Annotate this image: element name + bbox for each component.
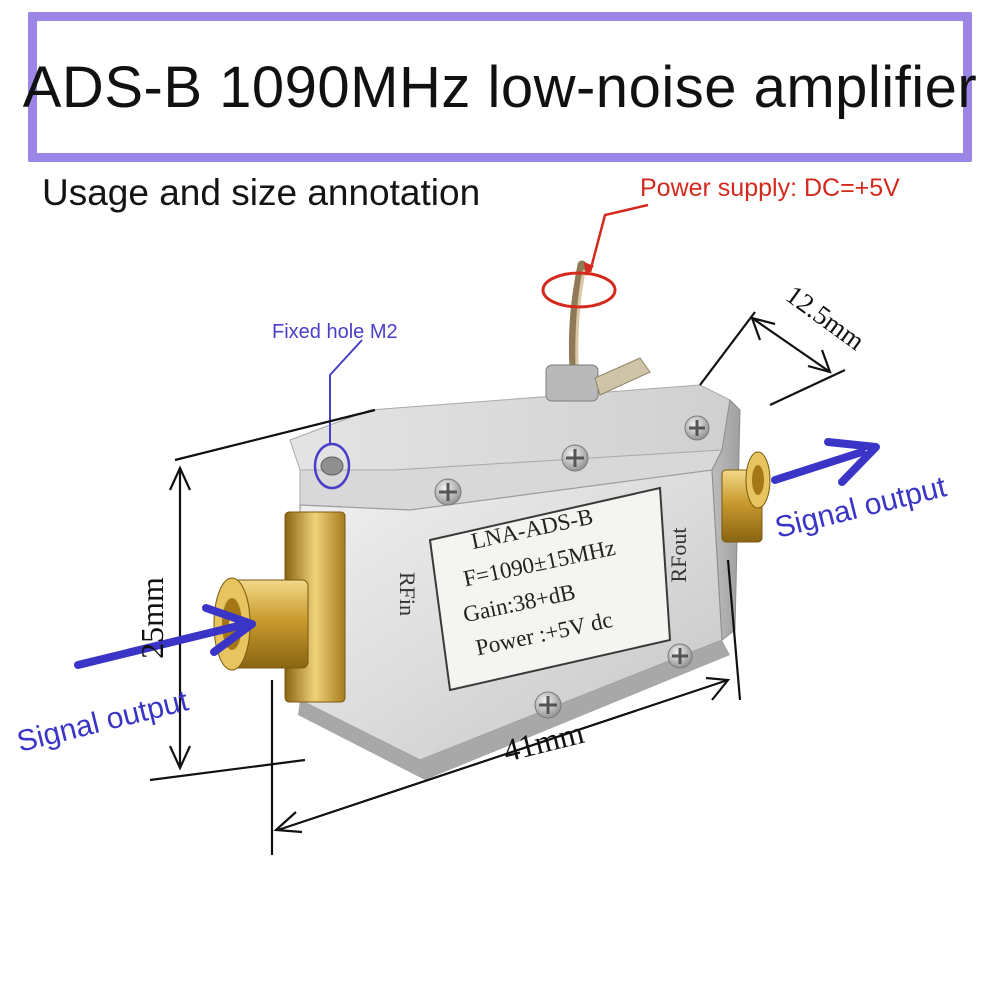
port-in-label: RFin [395, 572, 420, 616]
label-panel [428, 486, 672, 692]
depth-dimension-label: 12.5mm [780, 279, 870, 356]
power-supply-annotation: Power supply: DC=+5V [640, 174, 900, 202]
port-out-label: RFout [666, 527, 691, 582]
power-pin [545, 260, 651, 402]
height-dimension-label: 25mm [134, 577, 170, 659]
height-dimension [149, 408, 376, 782]
depth-dimension [699, 311, 846, 406]
width-dimension [270, 559, 742, 855]
fixed-hole-annotation: Fixed hole M2 [272, 321, 398, 343]
signal-output-right-label: Signal output [772, 470, 951, 545]
page-subtitle: Usage and size annotation [42, 172, 481, 213]
sma-output-connector [721, 451, 771, 543]
signal-arrow-left [74, 604, 256, 669]
power-pin-highlight [541, 271, 617, 309]
page-title: ADS-B 1090MHz low-noise amplifier [22, 54, 978, 120]
mounting-hole [320, 456, 344, 476]
title-frame: ADS-B 1090MHz low-noise amplifier [23, 12, 977, 162]
sma-input-connector [213, 511, 346, 703]
signal-output-left-label: Signal output [14, 684, 193, 759]
amplifier-module [284, 384, 741, 780]
power-leader-line [588, 203, 649, 273]
mounting-hole-highlight [313, 442, 351, 490]
signal-arrow-right [771, 438, 880, 486]
